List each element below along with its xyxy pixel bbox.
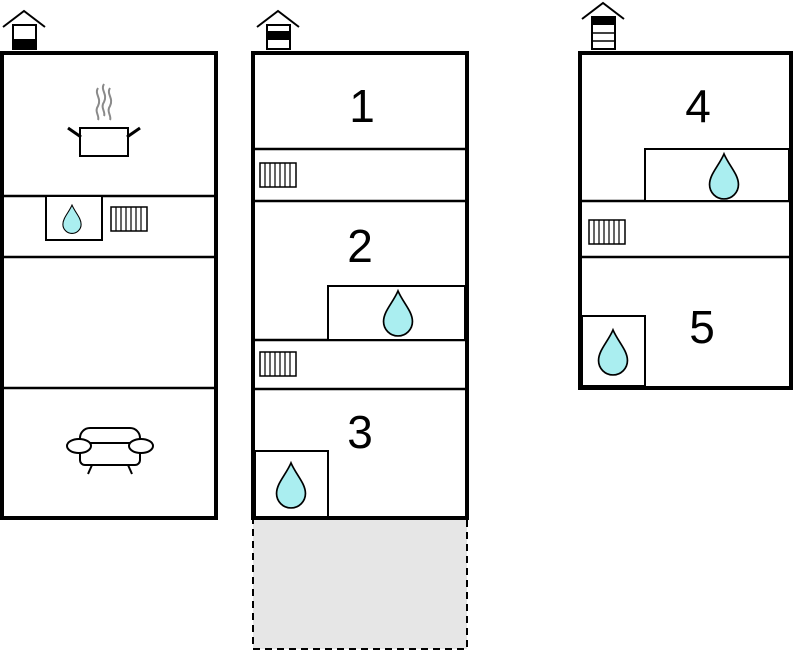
radiator-icon [588,219,626,245]
open-area-dashed [252,517,468,650]
room-label-4: 4 [685,80,711,132]
room-label-2: 2 [347,220,373,272]
radiator-icon [259,351,297,377]
sofa-icon [66,427,154,475]
floor-first: 1 2 3 [251,9,469,650]
level-indicator-second-icon [581,1,625,50]
level-indicator-first-icon [256,9,300,50]
radiator-icon [110,206,148,232]
room-label-3: 3 [347,406,373,458]
level-indicator-ground-icon [2,9,46,50]
room-label-1: 1 [349,80,375,132]
floor-second: 4 5 [578,1,793,390]
cooking-pot-icon [67,83,141,157]
radiator-icon [259,162,297,188]
floor-ground [0,9,218,520]
room-label-5: 5 [689,301,715,353]
